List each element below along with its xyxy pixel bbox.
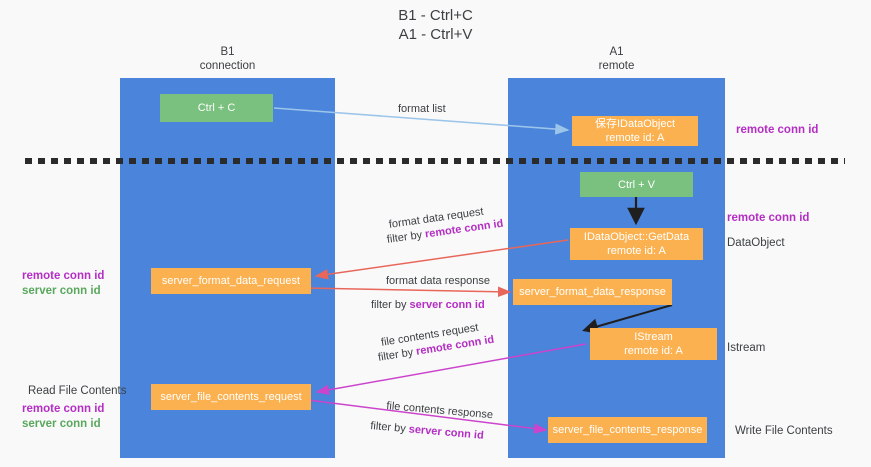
node-istream[interactable]: IStream remote id: A [590,328,717,360]
annotation-idataobject-remote-conn-id: remote conn id [736,124,819,136]
annotation-getdata-remote-conn-id: remote conn id [727,212,810,224]
column-header-b1: B1 connection [199,46,256,72]
filter-key-server-conn-id: server conn id [408,423,485,442]
annotation-istream: Istream [727,342,766,354]
filter-prefix: filter by [369,419,410,436]
filter-prefix: filter by [386,228,426,246]
edge-label-format-data-response: format data response [386,275,490,287]
node-server-format-data-request[interactable]: server_format_data_request [151,268,311,294]
annotation-getdata-dataobject: DataObject [727,237,785,249]
edge-label-file-contents-response-filter: filter by server conn id [370,419,485,443]
filter-prefix: filter by [371,299,410,311]
section-divider-dashed [25,158,845,164]
annotation-read-file-contents: Read File Contents [28,385,127,397]
node-ctrl-v[interactable]: Ctrl + V [580,172,693,197]
edge-label-file-contents-response: file contents response [385,399,494,422]
arrow-format-data-response [305,286,512,298]
annotation-file-server-conn-id: server conn id [22,418,101,430]
annotation-format-remote-conn-id: remote conn id [22,270,105,282]
annotation-format-server-conn-id: server conn id [22,285,101,297]
edge-label-format-list: format list [398,103,446,115]
node-ctrl-c[interactable]: Ctrl + C [160,94,273,122]
annotation-write-file-contents: Write File Contents [735,425,833,437]
annotation-file-remote-conn-id: remote conn id [22,403,105,415]
diagram-title: B1 - Ctrl+C A1 - Ctrl+V [398,7,473,43]
node-server-file-contents-response[interactable]: server_file_contents_response [548,417,707,443]
filter-key-server-conn-id: server conn id [409,299,485,311]
column-header-a1: A1 remote [598,46,635,72]
edge-label-format-data-response-filter: filter by server conn id [371,298,485,312]
node-idataobject-getdata[interactable]: IDataObject::GetData remote id: A [570,228,703,260]
node-server-file-contents-request[interactable]: server_file_contents_request [151,384,311,410]
node-idataobject[interactable]: 保存IDataObject remote id: A [572,116,698,146]
node-server-format-data-response[interactable]: server_format_data_response [513,279,672,305]
